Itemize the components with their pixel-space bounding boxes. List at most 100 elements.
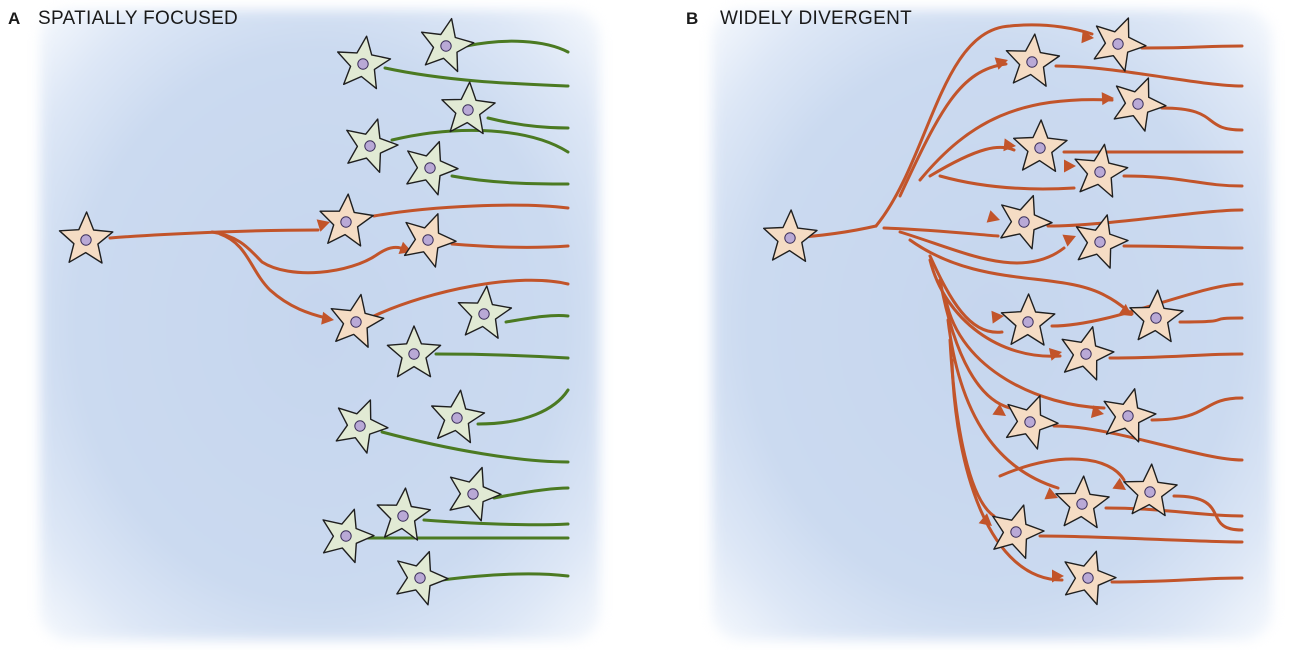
divergent-branch xyxy=(928,258,1062,358)
excited-neuron xyxy=(1075,214,1129,269)
panel-b-letter: B xyxy=(686,9,699,28)
synapse-arrowhead xyxy=(991,310,1004,324)
divergent-branch xyxy=(946,318,1060,490)
excited-neuron xyxy=(1093,17,1147,72)
excited-neuron xyxy=(1064,550,1117,606)
inactive-axon xyxy=(440,572,570,582)
synapse-arrowhead xyxy=(316,219,330,232)
inactive-axon xyxy=(492,486,570,500)
divergent-branch xyxy=(898,230,1066,265)
inactive-axon xyxy=(476,388,570,426)
inactive-neuron xyxy=(346,118,399,173)
input-neuron xyxy=(58,211,114,264)
input-branch xyxy=(210,230,408,275)
input-neuron xyxy=(763,209,818,262)
input-axon xyxy=(108,228,320,240)
excited-neuron xyxy=(330,293,385,348)
excited-neuron xyxy=(1005,395,1059,450)
neurons xyxy=(58,17,1184,606)
synapse-arrowhead xyxy=(994,57,1008,70)
synapse-arrowhead xyxy=(1044,487,1058,500)
inactive-axon xyxy=(422,518,570,527)
output-axon xyxy=(1110,576,1244,584)
excited-neuron xyxy=(1000,194,1053,250)
divergent-branch xyxy=(944,298,1106,410)
synapse-arrowhead xyxy=(992,403,1006,416)
divergent-branch xyxy=(918,98,1114,182)
excited-neuron xyxy=(1103,388,1157,443)
inactive-neuron xyxy=(337,35,392,90)
output-axon xyxy=(1150,396,1244,422)
synapse-arrowhead xyxy=(1064,159,1076,173)
inactive-neuron xyxy=(376,487,431,541)
panel-b-axons xyxy=(788,23,1244,584)
output-axon xyxy=(1160,106,1244,132)
output-axon xyxy=(1046,208,1244,228)
excited-neuron xyxy=(992,504,1045,559)
inactive-neuron xyxy=(431,389,486,444)
panel-b-title: WIDELY DIVERGENT xyxy=(720,8,913,29)
divergent-branch xyxy=(938,278,1012,410)
excited-neuron xyxy=(1005,33,1061,87)
synapse-arrowhead xyxy=(1101,92,1114,106)
synapse-arrowhead xyxy=(1112,477,1126,490)
excited-neuron xyxy=(1061,326,1115,381)
inactive-neuron xyxy=(396,550,449,606)
output-axon xyxy=(372,278,570,318)
inactive-neuron xyxy=(441,81,496,135)
synapse-arrowhead xyxy=(321,311,334,325)
excited-neuron xyxy=(403,213,457,268)
excited-neuron xyxy=(1074,143,1129,198)
excited-neuron xyxy=(1123,463,1178,517)
output-axon xyxy=(1052,424,1244,462)
inactive-axon xyxy=(383,66,570,88)
excited-neuron xyxy=(1013,119,1068,172)
divergent-branch xyxy=(908,238,1134,316)
output-axon xyxy=(450,242,570,249)
inactive-axon xyxy=(486,116,570,130)
inactive-axon xyxy=(380,430,570,464)
synapse-arrowhead xyxy=(978,513,992,526)
panel-a-axons xyxy=(108,39,570,582)
panel-a-letter: A xyxy=(8,9,21,28)
divergent-branch xyxy=(938,174,1076,191)
divergent-branch xyxy=(874,23,1094,228)
synapse-arrowhead xyxy=(1062,234,1076,247)
panel-a-title: SPATIALLY FOCUSED xyxy=(38,8,239,29)
inactive-neuron xyxy=(386,325,442,378)
synapse-arrowhead xyxy=(1090,405,1104,418)
synapse-arrowhead xyxy=(986,210,1000,223)
inactive-neuron xyxy=(449,466,502,522)
output-axon xyxy=(1178,316,1244,324)
excited-neuron xyxy=(319,193,374,247)
excited-neuron xyxy=(1129,289,1184,343)
synapse-arrowhead xyxy=(1003,138,1016,152)
inactive-neuron xyxy=(322,508,375,564)
panel-a-background xyxy=(40,10,600,640)
excited-neuron xyxy=(1055,475,1110,529)
divergent-branch xyxy=(928,254,1004,334)
output-axon xyxy=(1104,506,1244,518)
inactive-neuron xyxy=(406,140,459,196)
synapse-arrowhead xyxy=(1081,30,1094,44)
output-axon xyxy=(1122,244,1244,250)
divergent-branch xyxy=(928,145,1016,178)
inactive-axon xyxy=(504,314,570,324)
output-axon xyxy=(372,203,570,218)
synapse-arrowhead xyxy=(1048,348,1062,361)
inactive-neuron xyxy=(457,285,513,339)
inactive-axon xyxy=(434,352,570,360)
output-axon xyxy=(1108,352,1244,360)
output-axon xyxy=(1038,534,1244,544)
divergent-branch xyxy=(898,62,1008,198)
input-branch xyxy=(218,232,328,320)
divergent-branch xyxy=(950,358,1064,582)
inactive-neuron xyxy=(335,399,389,454)
excited-neuron xyxy=(1000,293,1056,346)
output-axon xyxy=(1054,64,1244,88)
output-axon xyxy=(1122,174,1244,188)
synapse-arrowhead xyxy=(1052,569,1064,583)
excited-neuron xyxy=(1113,77,1167,132)
divergent-branch xyxy=(882,226,1000,238)
